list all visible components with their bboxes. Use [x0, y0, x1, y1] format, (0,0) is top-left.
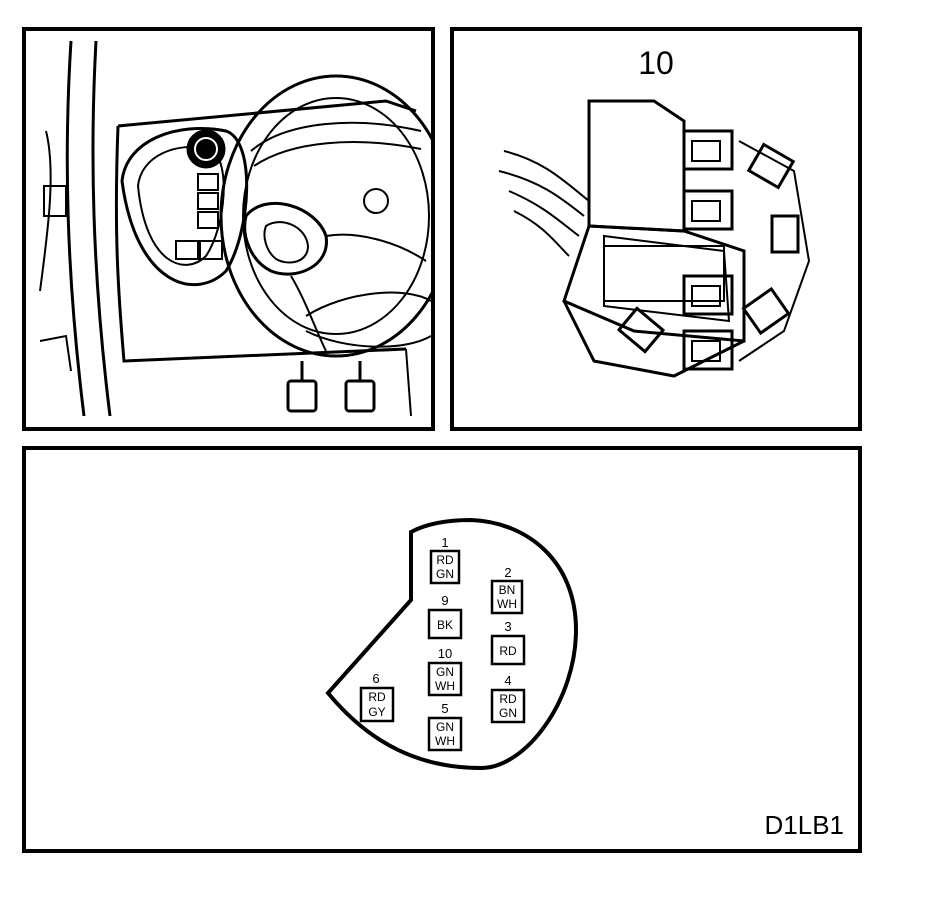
- wire-color: WH: [435, 734, 455, 748]
- pin-3: 3 RD: [490, 619, 526, 666]
- pin-box: [490, 579, 524, 615]
- pin-box: [427, 661, 463, 697]
- pin-1: 1 RD GN: [429, 535, 461, 585]
- connector-view-panel: 10: [450, 27, 862, 431]
- pin-number: 3: [504, 619, 511, 634]
- wire-color: BK: [437, 618, 453, 632]
- socket: [682, 129, 734, 171]
- wire-color: GY: [368, 705, 385, 719]
- pin-box: [427, 608, 463, 640]
- pin-box: [429, 549, 461, 585]
- brake-pedal: [286, 379, 318, 413]
- pin-9: 9 BK: [427, 593, 463, 640]
- steering-wheel: [219, 74, 431, 358]
- wire-color: RD: [499, 644, 517, 658]
- connector-face-outline: [325, 517, 579, 771]
- pin-2: 2 BN WH: [490, 565, 524, 615]
- connector-illustration: [498, 99, 811, 378]
- pin-6: 6 RD GY: [359, 671, 395, 723]
- pin-4: 4 RD GN: [490, 673, 526, 724]
- wire-color: GN: [436, 567, 454, 581]
- a-pillar-line: [65, 40, 86, 417]
- pin-number: 10: [438, 646, 452, 661]
- connector-housing-upper: [587, 99, 686, 233]
- instrument-cluster: [120, 126, 249, 287]
- wire-color: RD: [368, 690, 386, 704]
- wire-color: GN: [436, 720, 454, 734]
- pin-number: 6: [372, 671, 379, 686]
- pin-box: [427, 716, 463, 752]
- pin-number: 4: [504, 673, 511, 688]
- pin-number: 1: [441, 535, 448, 550]
- wire-color: GN: [499, 706, 517, 720]
- pin-box: [490, 634, 526, 666]
- wire-color: RD: [499, 692, 517, 706]
- pin-5: 5 GN WH: [427, 701, 463, 752]
- pin-box: [359, 686, 395, 723]
- connector-face: 1 RD GN 2 BN WH 9 BK 3 RD 10 GN WH: [325, 517, 579, 771]
- side-vent: [43, 185, 67, 217]
- wire-color: GN: [436, 665, 454, 679]
- wire-color: WH: [497, 597, 517, 611]
- dashboard-illustration: [39, 40, 431, 417]
- steering-hub: [243, 201, 328, 276]
- diagram-code-label: D1LB1: [764, 810, 845, 840]
- wire-color: WH: [435, 679, 455, 693]
- pin-number: 2: [504, 565, 511, 580]
- pin-box: [490, 688, 526, 724]
- pinout-panel: 1 RD GN 2 BN WH 9 BK 3 RD 10 GN WH: [22, 446, 862, 853]
- clutch-pedal: [344, 379, 376, 413]
- wire-color: RD: [436, 553, 454, 567]
- pin-number: 9: [441, 593, 448, 608]
- dashboard-outline: [114, 125, 407, 363]
- pin-number: 5: [441, 701, 448, 716]
- pin-10: 10 GN WH: [427, 646, 463, 697]
- location-view-panel: [22, 27, 435, 431]
- connector-number-label: 10: [638, 45, 674, 81]
- wire-color: BN: [499, 583, 516, 597]
- light-switch-icon: [186, 129, 226, 169]
